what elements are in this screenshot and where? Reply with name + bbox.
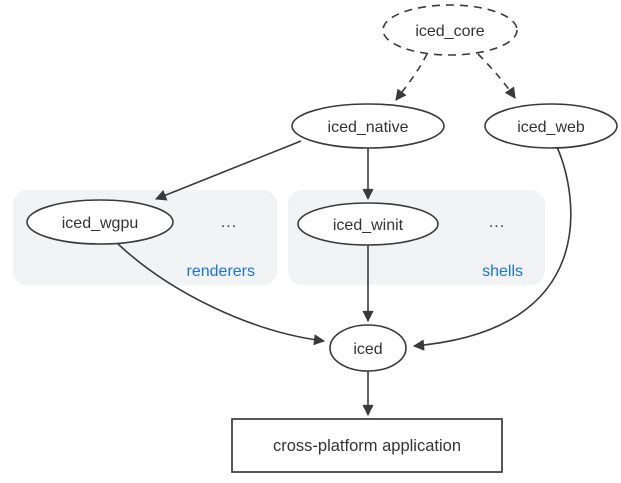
iced_web-ellipse xyxy=(484,103,618,149)
iced_winit-ellipse xyxy=(297,202,439,246)
renderers-group-label: renderers xyxy=(187,263,255,280)
shells-group-label: shells xyxy=(482,263,523,280)
iced_native-ellipse xyxy=(291,103,445,149)
iced_core-label: iced_core xyxy=(415,23,484,40)
node-cross-platform-application: cross-platform application xyxy=(231,418,503,473)
node-iced_web: iced_web xyxy=(484,103,618,149)
cross-platform-application-rect xyxy=(231,418,503,473)
iced-ellipse xyxy=(329,324,407,372)
edge-iced_wgpu-iced xyxy=(116,242,326,346)
shells-ellipsis: ... xyxy=(489,214,505,231)
edge-iced_web-iced xyxy=(412,146,572,351)
renderers-ellipsis: ... xyxy=(221,214,237,231)
node-iced_native: iced_native xyxy=(291,103,445,149)
iced_wgpu-ellipse xyxy=(26,199,174,245)
iced_core-ellipse xyxy=(382,4,518,56)
edge-iced_native-iced_wgpu xyxy=(154,140,302,201)
cross-platform-application-label: cross-platform application xyxy=(273,437,461,455)
edge-iced_core-iced_web xyxy=(477,53,516,99)
iced_native-label: iced_native xyxy=(328,119,409,136)
node-iced_wgpu: iced_wgpu xyxy=(26,199,174,245)
node-iced_winit: iced_winit xyxy=(297,202,439,246)
iced_web-label: iced_web xyxy=(517,119,585,136)
iced_winit-label: iced_winit xyxy=(333,217,404,234)
node-iced_core: iced_core xyxy=(382,4,518,56)
node-iced: iced xyxy=(329,324,407,372)
iced_wgpu-label: iced_wgpu xyxy=(62,215,139,232)
edge-iced_core-iced_native xyxy=(395,53,428,101)
iced-label: iced xyxy=(353,341,382,358)
